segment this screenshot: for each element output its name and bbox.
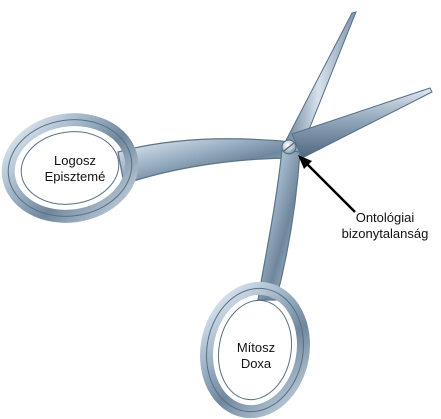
left-handle-label-line-2: Episztemé [34,169,116,185]
bottom-handle-label: Mítosz Doxa [222,340,290,372]
left-handle-shank [118,139,296,184]
bottom-handle-shank [258,150,300,300]
bottom-handle-label-line-2: Doxa [222,356,290,372]
pivot-callout-label-line-2: bizonytalanság [332,226,438,242]
bottom-handle-label-line-1: Mítosz [222,340,290,356]
callout-arrow-line [305,162,355,212]
pivot-callout-label: Ontológiai bizonytalanság [332,210,438,242]
left-handle-label: Logosz Episztemé [34,153,116,185]
left-handle-label-line-1: Logosz [34,153,116,169]
pivot-callout-label-line-1: Ontológiai [332,210,438,226]
